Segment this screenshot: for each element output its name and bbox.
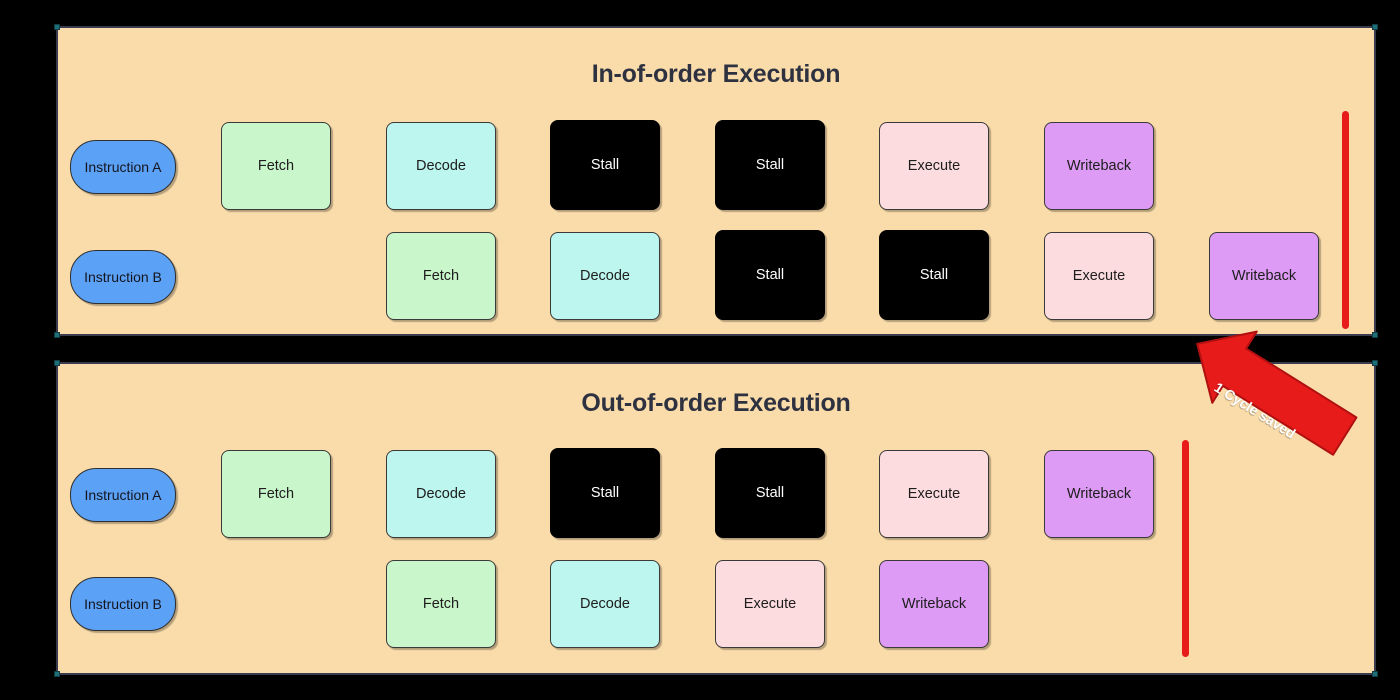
stage-cell-decode[interactable]: Decode bbox=[386, 122, 496, 210]
panel-in-order: In-of-order Execution Instruction A Fetc… bbox=[54, 24, 1378, 338]
stage-cell-fetch[interactable]: Fetch bbox=[386, 232, 496, 320]
stage-cell-fetch[interactable]: Fetch bbox=[221, 122, 331, 210]
panel-title-out-of-order: Out-of-order Execution bbox=[581, 389, 851, 417]
stage-cell-writeback[interactable]: Writeback bbox=[1044, 450, 1154, 538]
panel-corner-handle[interactable] bbox=[1372, 671, 1378, 677]
panel-corner-handle[interactable] bbox=[54, 24, 60, 30]
stage-cell-writeback[interactable]: Writeback bbox=[1044, 122, 1154, 210]
panel-corner-handle[interactable] bbox=[1372, 332, 1378, 338]
panel-corner-handle[interactable] bbox=[54, 332, 60, 338]
stage-cell-stall[interactable]: Stall bbox=[550, 120, 660, 210]
stage-cell-decode[interactable]: Decode bbox=[550, 232, 660, 320]
completion-marker-line bbox=[1342, 111, 1349, 329]
stage-cell-fetch[interactable]: Fetch bbox=[386, 560, 496, 648]
stage-cell-stall[interactable]: Stall bbox=[715, 448, 825, 538]
stage-cell-decode[interactable]: Decode bbox=[550, 560, 660, 648]
stage-cell-stall[interactable]: Stall bbox=[715, 230, 825, 320]
panel-corner-handle[interactable] bbox=[1372, 24, 1378, 30]
panel-title-in-order: In-of-order Execution bbox=[591, 60, 841, 88]
stage-cell-stall[interactable]: Stall bbox=[879, 230, 989, 320]
stage-cell-writeback[interactable]: Writeback bbox=[879, 560, 989, 648]
stage-cell-execute[interactable]: Execute bbox=[879, 122, 989, 210]
stage-cell-execute[interactable]: Execute bbox=[879, 450, 989, 538]
instruction-label-a[interactable]: Instruction A bbox=[70, 140, 176, 194]
stage-cell-fetch[interactable]: Fetch bbox=[221, 450, 331, 538]
panel-out-of-order: Out-of-order Execution Instruction A Fet… bbox=[54, 360, 1378, 677]
panel-corner-handle[interactable] bbox=[1372, 360, 1378, 366]
instruction-label-a[interactable]: Instruction A bbox=[70, 468, 176, 522]
instruction-label-b[interactable]: Instruction B bbox=[70, 577, 176, 631]
panel-corner-handle[interactable] bbox=[54, 360, 60, 366]
stage-cell-stall[interactable]: Stall bbox=[550, 448, 660, 538]
stage-cell-stall[interactable]: Stall bbox=[715, 120, 825, 210]
stage-cell-execute[interactable]: Execute bbox=[1044, 232, 1154, 320]
panel-corner-handle[interactable] bbox=[54, 671, 60, 677]
instruction-label-b[interactable]: Instruction B bbox=[70, 250, 176, 304]
completion-marker-line bbox=[1182, 440, 1189, 657]
stage-cell-execute[interactable]: Execute bbox=[715, 560, 825, 648]
stage-cell-writeback[interactable]: Writeback bbox=[1209, 232, 1319, 320]
stage-cell-decode[interactable]: Decode bbox=[386, 450, 496, 538]
